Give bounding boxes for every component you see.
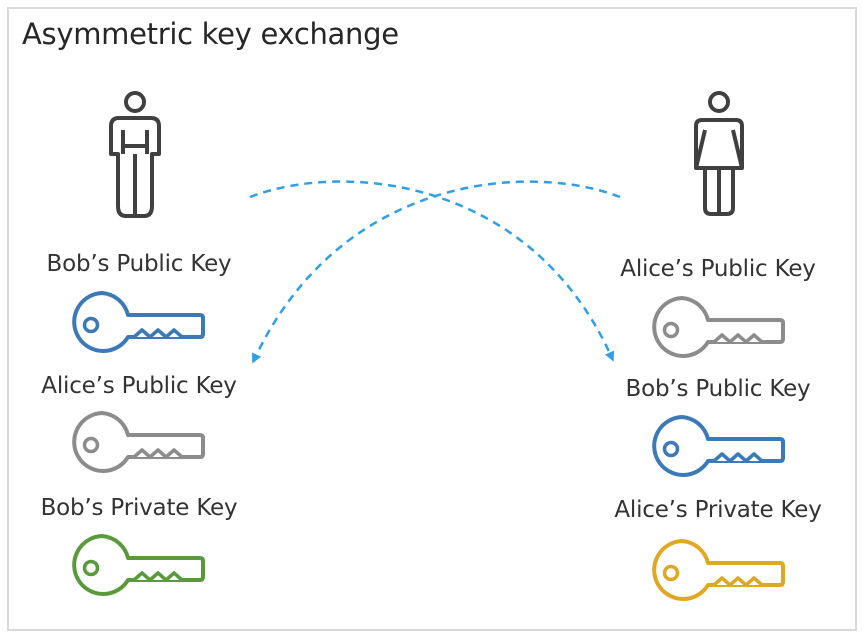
bob-private-key-icon xyxy=(72,533,206,599)
alice-public-key-icon xyxy=(652,295,786,361)
bob-public-key-icon xyxy=(72,290,206,356)
man-icon xyxy=(109,91,161,218)
bob-key-label-2: Alice’s Public Key xyxy=(41,373,237,399)
woman-icon xyxy=(694,91,744,216)
bob-public-key-icon xyxy=(652,414,786,480)
arrow-alice-to-bob xyxy=(252,180,621,364)
arrow-bob-to-alice xyxy=(249,180,615,362)
alice-public-key-icon xyxy=(72,410,206,476)
alice-private-key-icon xyxy=(652,538,786,604)
diagram-title: Asymmetric key exchange xyxy=(22,17,399,51)
bob-key-label-1: Bob’s Public Key xyxy=(46,251,232,277)
diagram-frame xyxy=(7,7,857,631)
alice-key-label-2: Bob’s Public Key xyxy=(625,376,811,402)
bob-key-label-3: Bob’s Private Key xyxy=(40,495,238,521)
alice-key-label-3: Alice’s Private Key xyxy=(614,497,822,523)
alice-key-label-1: Alice’s Public Key xyxy=(620,256,816,282)
